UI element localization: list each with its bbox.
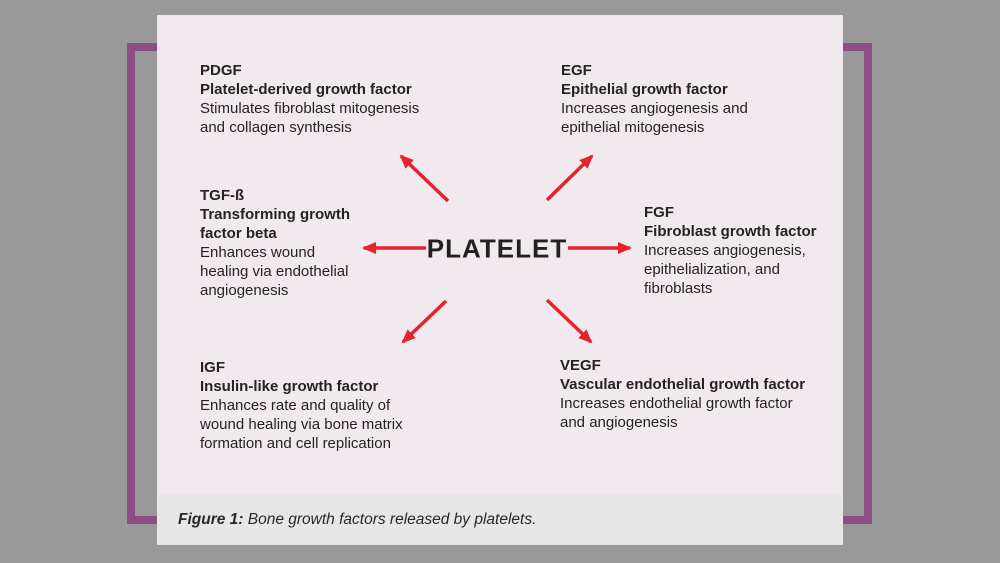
factor-tgf-beta: TGF-ß Transforming growth factor beta En… bbox=[200, 186, 380, 300]
caption-text: Bone growth factors released by platelet… bbox=[243, 511, 537, 528]
factor-abbr: VEGF bbox=[560, 357, 601, 374]
factor-name: Transforming growth factor beta bbox=[200, 206, 350, 242]
factor-abbr: TGF-ß bbox=[200, 187, 245, 204]
factor-desc: Stimulates fibroblast mitogenesis and co… bbox=[200, 100, 420, 136]
caption-label: Figure 1: bbox=[178, 511, 244, 528]
caption-strip: Figure 1: Bone growth factors released b… bbox=[157, 495, 843, 545]
factor-igf: IGF Insulin-like growth factor Enhances … bbox=[200, 358, 450, 453]
factor-desc: Increases angiogenesis, epithelializatio… bbox=[644, 242, 806, 297]
factor-abbr: EGF bbox=[561, 62, 592, 79]
factor-name: Epithelial growth factor bbox=[561, 81, 728, 98]
platelet-label: PLATELET bbox=[426, 233, 568, 264]
factor-fgf: FGF Fibroblast growth factor Increases a… bbox=[644, 203, 834, 298]
factor-pdgf: PDGF Platelet-derived growth factor Stim… bbox=[200, 61, 450, 137]
figure-caption: Figure 1: Bone growth factors released b… bbox=[178, 511, 536, 529]
factor-desc: Increases endothelial growth factor and … bbox=[560, 395, 793, 431]
figure-panel: PDGF Platelet-derived growth factor Stim… bbox=[157, 15, 843, 545]
factor-abbr: PDGF bbox=[200, 62, 242, 79]
factor-name: Fibroblast growth factor bbox=[644, 223, 817, 240]
factor-desc: Enhances rate and quality of wound heali… bbox=[200, 397, 403, 452]
factor-desc: Increases angiogenesis and epithelial mi… bbox=[561, 100, 748, 136]
factor-name: Insulin-like growth factor bbox=[200, 378, 379, 395]
factor-desc: Enhances wound healing via endothelial a… bbox=[200, 244, 349, 299]
factor-vegf: VEGF Vascular endothelial growth factor … bbox=[560, 356, 820, 432]
factor-abbr: IGF bbox=[200, 359, 225, 376]
factor-egf: EGF Epithelial growth factor Increases a… bbox=[561, 61, 801, 137]
factor-abbr: FGF bbox=[644, 204, 674, 221]
factor-name: Vascular endothelial growth factor bbox=[560, 376, 806, 393]
factor-name: Platelet-derived growth factor bbox=[200, 81, 412, 98]
